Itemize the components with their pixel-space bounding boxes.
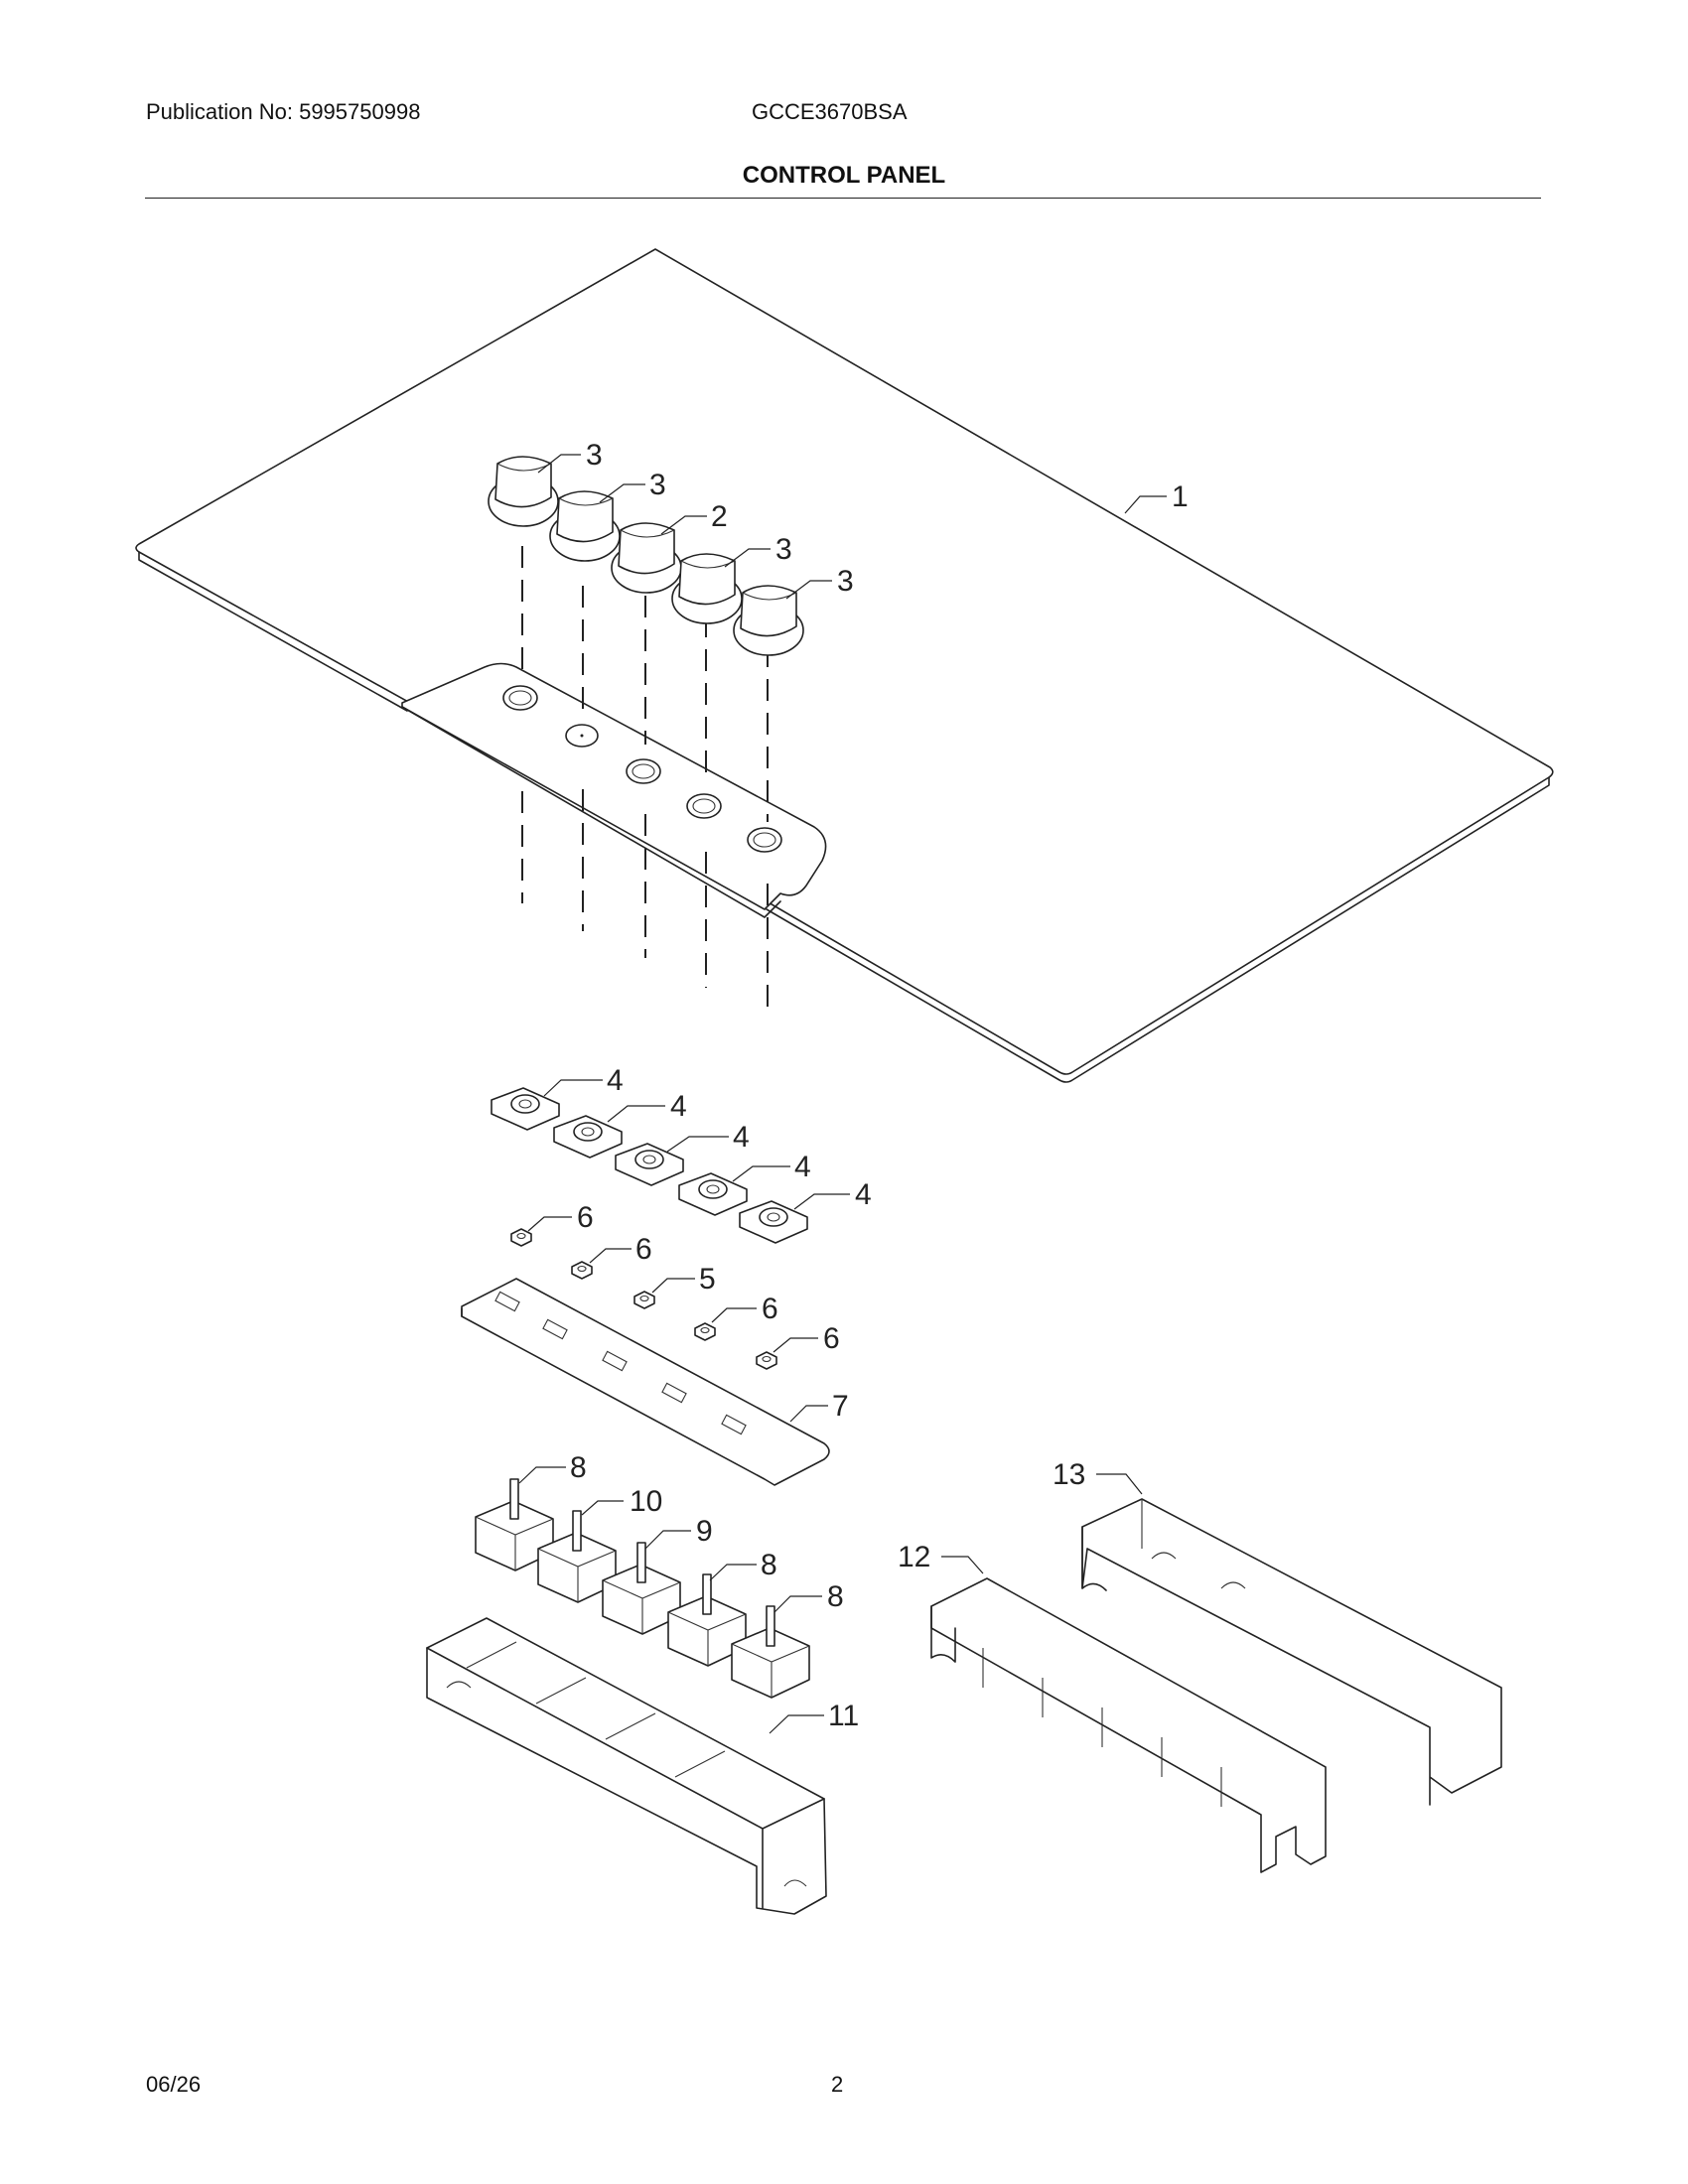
svg-text:6: 6 bbox=[762, 1293, 778, 1325]
callout-13: 13 bbox=[1053, 1458, 1143, 1495]
callout-7: 7 bbox=[789, 1390, 849, 1423]
switch-4-b bbox=[553, 1115, 623, 1159]
knobs bbox=[488, 456, 804, 656]
rear-shield bbox=[1081, 1498, 1502, 1806]
callout-12: 12 bbox=[898, 1541, 984, 1574]
svg-text:3: 3 bbox=[837, 565, 854, 598]
svg-text:6: 6 bbox=[635, 1233, 652, 1266]
callouts: 1 3 3 2 3 3 4 4 4 4 4 6 6 5 6 6 7 8 10 9… bbox=[518, 439, 1189, 1734]
callout-11: 11 bbox=[769, 1700, 859, 1734]
switch-assemblies bbox=[475, 1478, 810, 1699]
callout-4-a: 4 bbox=[543, 1064, 624, 1097]
switch-4-a bbox=[491, 1087, 560, 1131]
callout-8-c: 8 bbox=[774, 1580, 844, 1613]
knob-hole-2 bbox=[565, 724, 599, 748]
callout-5: 5 bbox=[651, 1263, 716, 1296]
switch-housing bbox=[426, 1617, 827, 1915]
knob-hole-1 bbox=[502, 685, 538, 711]
svg-text:8: 8 bbox=[827, 1580, 844, 1613]
switch-4-e bbox=[739, 1200, 808, 1244]
footer-page-number: 2 bbox=[831, 2072, 844, 2097]
svg-text:11: 11 bbox=[828, 1700, 859, 1732]
control-bezel bbox=[401, 662, 827, 918]
header-divider bbox=[145, 198, 1541, 199]
svg-text:3: 3 bbox=[775, 533, 792, 566]
callout-1: 1 bbox=[1124, 480, 1189, 514]
publication-number: Publication No: 5995750998 bbox=[146, 99, 421, 124]
callout-4-d: 4 bbox=[732, 1151, 811, 1183]
svg-text:4: 4 bbox=[670, 1090, 687, 1123]
svg-text:6: 6 bbox=[577, 1201, 594, 1234]
callout-4-c: 4 bbox=[666, 1121, 750, 1154]
callout-3-a: 3 bbox=[537, 439, 603, 474]
callout-6-a: 6 bbox=[527, 1201, 594, 1234]
svg-text:8: 8 bbox=[761, 1549, 777, 1581]
switch-8-c bbox=[731, 1605, 810, 1699]
nut-6-b bbox=[571, 1261, 593, 1280]
svg-text:7: 7 bbox=[832, 1390, 849, 1423]
footer-date: 06/26 bbox=[146, 2072, 202, 2097]
nut-6-d bbox=[756, 1351, 777, 1370]
svg-text:3: 3 bbox=[586, 439, 603, 472]
front-shield bbox=[930, 1577, 1327, 1873]
svg-text:3: 3 bbox=[649, 469, 666, 501]
callout-6-b: 6 bbox=[589, 1233, 652, 1266]
callout-4-b: 4 bbox=[607, 1090, 687, 1123]
knob-2 bbox=[611, 522, 682, 594]
callout-3-d: 3 bbox=[785, 565, 854, 600]
callout-8-b: 8 bbox=[709, 1549, 777, 1581]
svg-text:4: 4 bbox=[794, 1151, 811, 1183]
switch-4-c bbox=[615, 1143, 684, 1186]
nut-6-a bbox=[510, 1228, 532, 1247]
callout-10: 10 bbox=[581, 1485, 662, 1518]
svg-text:9: 9 bbox=[696, 1515, 713, 1548]
section-title: CONTROL PANEL bbox=[742, 162, 946, 189]
callout-3-b: 3 bbox=[599, 469, 666, 503]
knob-3-d bbox=[733, 585, 804, 656]
infinite-switches bbox=[491, 1087, 808, 1244]
glass-cooktop-panel bbox=[135, 248, 1554, 1083]
switch-4-d bbox=[678, 1172, 748, 1216]
svg-text:1: 1 bbox=[1172, 480, 1189, 513]
knob-3-b bbox=[549, 490, 621, 562]
svg-text:8: 8 bbox=[570, 1451, 587, 1484]
knob-hole-5 bbox=[747, 827, 782, 853]
svg-text:10: 10 bbox=[630, 1485, 662, 1518]
mounting-bracket bbox=[461, 1278, 830, 1486]
model-number: GCCE3670BSA bbox=[752, 99, 908, 124]
svg-text:13: 13 bbox=[1053, 1458, 1085, 1491]
callout-8-a: 8 bbox=[518, 1451, 587, 1484]
assembly-guide-lines bbox=[521, 546, 769, 1015]
switch-9 bbox=[602, 1542, 681, 1635]
switch-8-a bbox=[475, 1478, 554, 1571]
knob-3-c bbox=[671, 553, 743, 624]
callout-2: 2 bbox=[660, 500, 728, 535]
svg-text:6: 6 bbox=[823, 1322, 840, 1355]
svg-text:12: 12 bbox=[898, 1541, 930, 1573]
svg-text:4: 4 bbox=[733, 1121, 750, 1154]
callout-6-c: 6 bbox=[711, 1293, 778, 1325]
nuts bbox=[510, 1228, 777, 1370]
svg-text:4: 4 bbox=[855, 1178, 872, 1211]
knob-3-a bbox=[488, 456, 559, 527]
svg-text:2: 2 bbox=[711, 500, 728, 533]
nut-6-c bbox=[694, 1322, 716, 1341]
knob-hole-3 bbox=[626, 758, 661, 784]
svg-text:4: 4 bbox=[607, 1064, 624, 1097]
nut-5 bbox=[633, 1291, 655, 1309]
callout-4-e: 4 bbox=[793, 1178, 872, 1211]
callout-6-d: 6 bbox=[773, 1322, 840, 1355]
svg-text:5: 5 bbox=[699, 1263, 716, 1296]
callout-9: 9 bbox=[644, 1515, 713, 1550]
callout-3-c: 3 bbox=[724, 533, 792, 568]
switch-8-b bbox=[667, 1573, 747, 1667]
knob-hole-4 bbox=[686, 793, 722, 819]
